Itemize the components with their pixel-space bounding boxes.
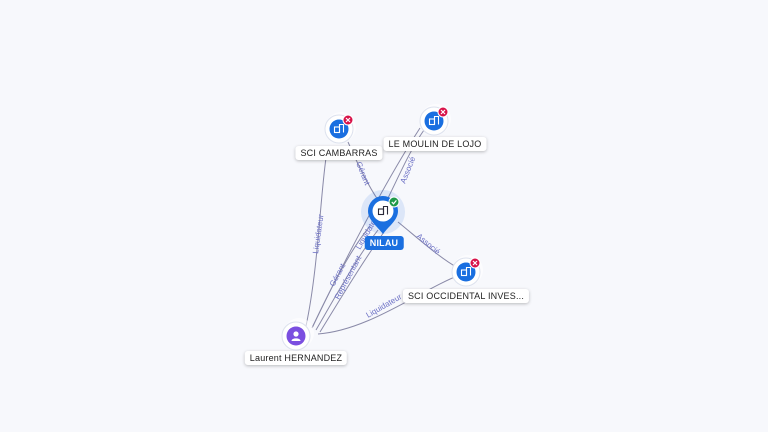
node-label-sci-occidental[interactable]: SCI OCCIDENTAL INVES... bbox=[402, 289, 530, 303]
closed-badge-icon bbox=[469, 257, 481, 269]
building-icon bbox=[333, 123, 345, 134]
building-icon bbox=[460, 266, 472, 277]
edge-nilau-occidental bbox=[397, 221, 459, 269]
node-label-laurent-hernandez[interactable]: Laurent HERNANDEZ bbox=[244, 351, 348, 365]
edge-label-nilau-occidental: Associé bbox=[415, 232, 443, 257]
closed-badge-icon bbox=[437, 106, 449, 118]
closed-badge-icon bbox=[342, 114, 354, 126]
node-sci-cambarras[interactable] bbox=[324, 112, 356, 144]
node-nilau[interactable] bbox=[361, 190, 405, 234]
edge-hernandez-nilau-1 bbox=[311, 225, 371, 329]
edge-label-hernandez-cambarras: Liquidateur bbox=[311, 213, 325, 254]
active-badge-icon bbox=[388, 196, 400, 208]
building-icon bbox=[428, 115, 440, 126]
edges bbox=[305, 127, 463, 335]
edge-hernandez-cambarras bbox=[305, 157, 327, 327]
node-sci-occidental[interactable] bbox=[451, 255, 483, 287]
building-icon bbox=[377, 205, 389, 216]
edge-lojo-nilau bbox=[387, 129, 425, 199]
node-label-nilau[interactable]: NILAU bbox=[364, 236, 404, 250]
person-icon bbox=[291, 331, 301, 341]
node-le-moulin-de-lojo[interactable] bbox=[419, 104, 451, 136]
node-label-sci-cambarras[interactable]: SCI CAMBARRAS bbox=[295, 146, 383, 160]
edge-label-cambarras-nilau: Gérant bbox=[354, 160, 372, 187]
node-laurent-hernandez[interactable] bbox=[281, 318, 314, 351]
edge-hernandez-occidental bbox=[317, 273, 463, 335]
node-label-le-moulin-de-lojo[interactable]: LE MOULIN DE LOJO bbox=[383, 137, 487, 151]
